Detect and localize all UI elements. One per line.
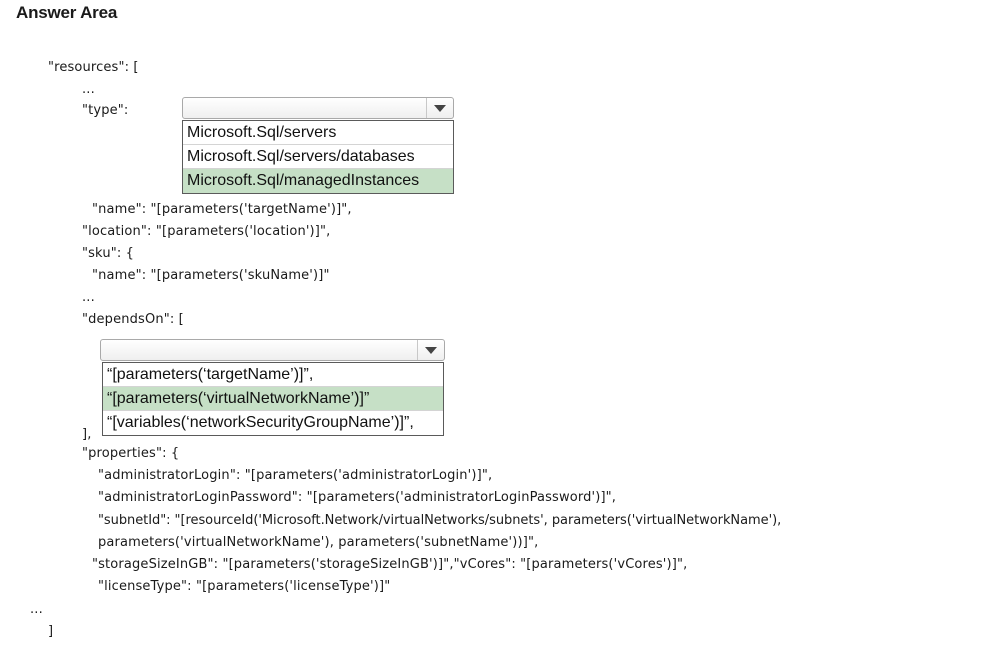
code-subnet-id-2: parameters('virtualNetworkName'), parame…	[98, 535, 539, 550]
depends-on-options-list: “[parameters(‘targetName’)]”, “[paramete…	[102, 362, 444, 436]
code-properties-open: "properties": {	[82, 446, 180, 461]
code-location-line: "location": "[parameters('location')]",	[82, 224, 331, 239]
code-ellipsis-bottom: ...	[30, 602, 43, 617]
type-dropdown-toggle[interactable]	[426, 98, 453, 118]
answer-area-title: Answer Area	[16, 3, 118, 22]
code-name-line: "name": "[parameters('targetName')]",	[92, 202, 352, 217]
code-admin-login: "administratorLogin": "[parameters('admi…	[98, 468, 493, 483]
code-admin-password: "administratorLoginPassword": "[paramete…	[98, 490, 617, 505]
chevron-down-icon	[425, 347, 437, 354]
code-resources-open: "resources": [	[48, 60, 139, 75]
code-depends-on-close: ],	[82, 427, 92, 442]
code-sku-name-line: "name": "[parameters('skuName')]"	[92, 268, 330, 283]
type-options-list: Microsoft.Sql/servers Microsoft.Sql/serv…	[182, 120, 454, 194]
code-type-key: "type":	[82, 103, 129, 118]
depends-on-option-target-name[interactable]: “[parameters(‘targetName’)]”,	[103, 363, 443, 387]
code-depends-on-open: "dependsOn": [	[82, 312, 184, 327]
chevron-down-icon	[434, 105, 446, 112]
type-dropdown[interactable]	[182, 97, 454, 119]
depends-on-option-virtual-network-name[interactable]: “[parameters(‘virtualNetworkName’)]”	[103, 387, 443, 411]
depends-on-option-nsg-name[interactable]: “[variables(‘networkSecurityGroupName’)]…	[107, 414, 414, 431]
type-option-databases[interactable]: Microsoft.Sql/servers/databases	[183, 145, 453, 169]
type-option-servers[interactable]: Microsoft.Sql/servers	[183, 121, 453, 145]
code-ellipsis-top: ...	[82, 82, 95, 97]
code-subnet-id-1: "subnetId": "[resourceId('Microsoft.Netw…	[98, 513, 782, 528]
code-license-type: "licenseType": "[parameters('licenseType…	[98, 579, 391, 594]
depends-on-dropdown[interactable]	[100, 339, 445, 361]
code-sku-open: "sku": {	[82, 246, 135, 261]
depends-on-dropdown-toggle[interactable]	[417, 340, 444, 360]
type-option-managed-instances[interactable]: Microsoft.Sql/managedInstances	[183, 169, 453, 193]
code-resources-close: ]	[48, 624, 54, 639]
code-ellipsis-mid: ...	[82, 290, 95, 305]
code-storage-vcores: "storageSizeInGB": "[parameters('storage…	[92, 557, 688, 572]
